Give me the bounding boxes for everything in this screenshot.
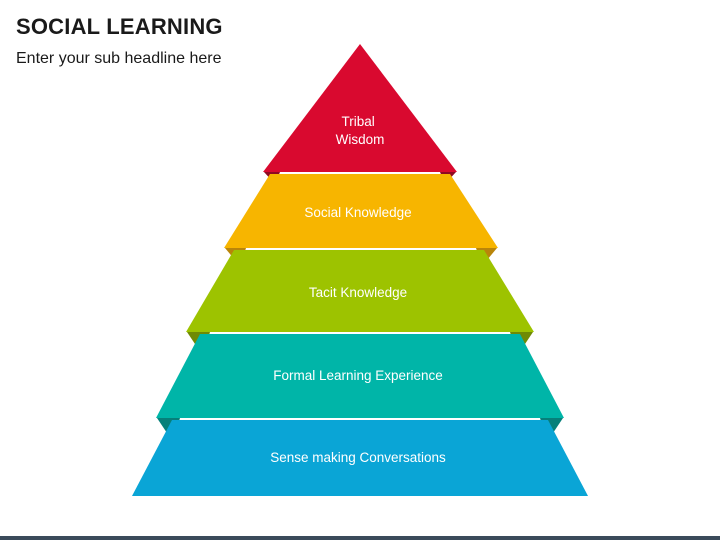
footer-bar	[0, 536, 720, 540]
pyramid-level-5: Sense making Conversations	[132, 420, 588, 496]
pyramid-level-4-shape	[156, 334, 564, 418]
pyramid-level-5-label: Sense making Conversations	[270, 450, 446, 465]
pyramid-level-3-shape	[186, 250, 534, 332]
slide-subtitle: Enter your sub headline here	[16, 50, 222, 67]
pyramid-level-1-label-line-2: Wisdom	[336, 132, 385, 147]
pyramid-level-5-shape	[132, 420, 588, 496]
pyramid-level-1-label: Tribal Wisdom	[336, 114, 385, 147]
pyramid-level-1-shape	[263, 44, 457, 172]
pyramid-level-1: Tribal Wisdom	[263, 44, 457, 184]
pyramid-level-2-label: Social Knowledge	[304, 205, 411, 220]
pyramid-level-4-label: Formal Learning Experience	[273, 368, 443, 383]
slide-title: SOCIAL LEARNING	[16, 14, 223, 39]
pyramid-level-1-label-line-1: Tribal	[341, 114, 374, 129]
pyramid-level-3-label: Tacit Knowledge	[309, 285, 407, 300]
pyramid-level-2-shape	[224, 174, 498, 248]
